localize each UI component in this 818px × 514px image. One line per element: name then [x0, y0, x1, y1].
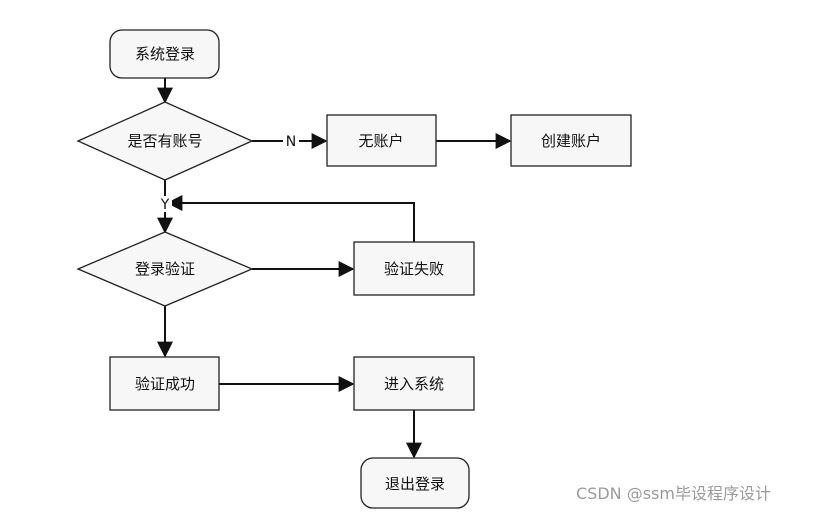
edge-label-bg	[158, 196, 172, 212]
node-has-account-label: 是否有账号	[127, 132, 202, 150]
node-verify-fail	[353, 241, 475, 296]
node-create-account-label: 创建账户	[541, 132, 601, 150]
edge-verify-fail-back-to-login	[166, 195, 415, 242]
node-login-verify	[76, 231, 254, 307]
node-create-account	[510, 114, 632, 167]
node-no-account	[326, 114, 437, 167]
node-enter-system-label: 进入系统	[384, 375, 444, 393]
edge-label-yes: Y	[160, 197, 170, 213]
node-start	[109, 29, 220, 79]
node-enter-system	[353, 356, 475, 411]
node-start-label: 系统登录	[135, 45, 195, 63]
node-login-verify-label: 登录验证	[135, 260, 195, 278]
edge-label-bg	[283, 133, 299, 149]
edge-label-no: N	[286, 134, 296, 150]
node-has-account	[76, 101, 254, 181]
node-logout-label: 退出登录	[385, 475, 445, 493]
node-no-account-label: 无账户	[358, 132, 403, 150]
node-verify-success	[109, 356, 220, 411]
watermark: CSDN @ssm毕设程序设计	[576, 484, 771, 503]
node-logout	[360, 457, 470, 509]
node-verify-fail-label: 验证失败	[384, 260, 444, 278]
node-verify-success-label: 验证成功	[135, 375, 195, 393]
